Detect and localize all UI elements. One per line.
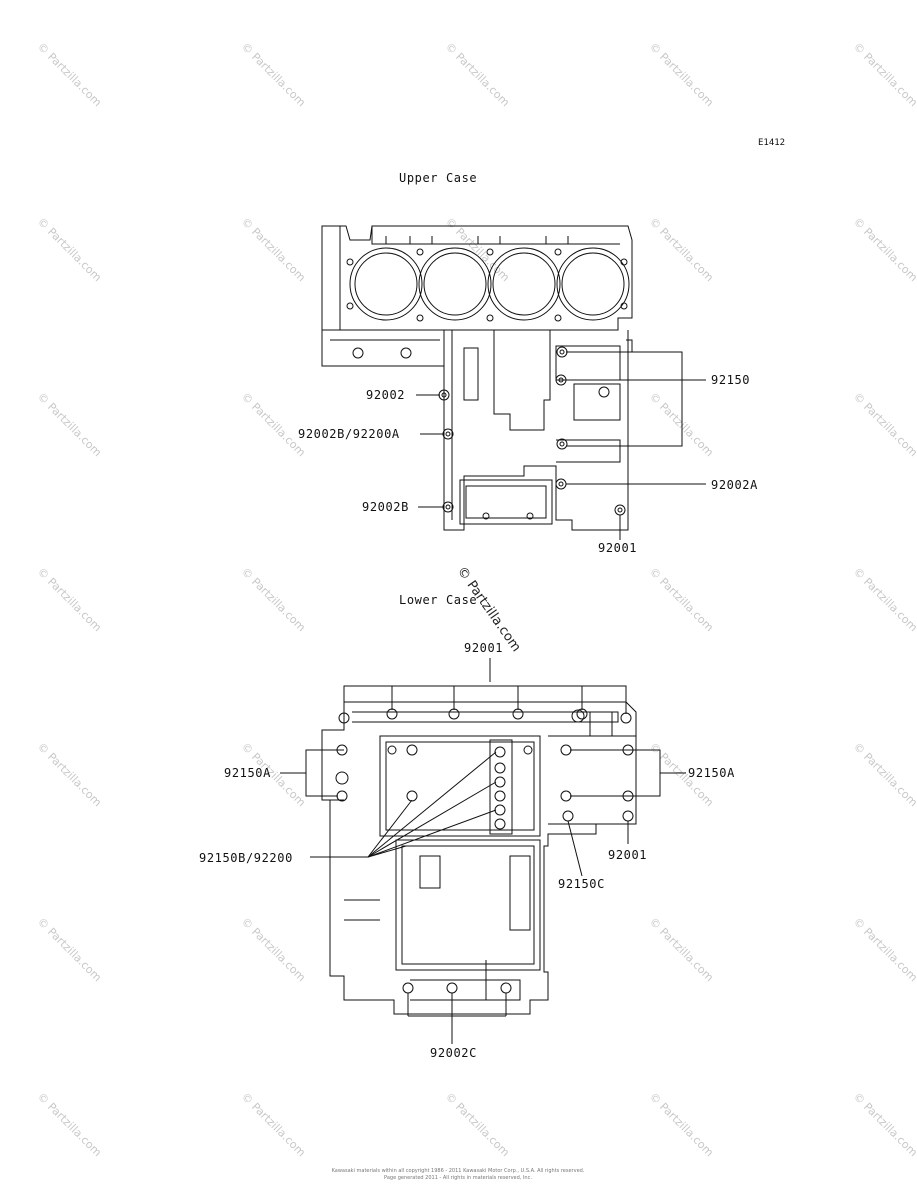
upper-callout-92001[interactable]: 92001 [598, 541, 638, 555]
upper-callout-92002b[interactable]: 92002B [362, 500, 409, 514]
upper-callout-92150[interactable]: 92150 [711, 373, 751, 387]
lower-callout-92150a-left[interactable]: 92150A [224, 766, 271, 780]
lower-callout-92002c[interactable]: 92002C [430, 1046, 477, 1060]
upper-callout-92002[interactable]: 92002 [366, 388, 406, 402]
diagram-code: E1412 [758, 138, 786, 148]
lower-callout-92150c[interactable]: 92150C [558, 877, 605, 891]
footer-generated: Page generated 2011 - All rights in mate… [384, 1175, 532, 1181]
upper-callout-92002a[interactable]: 92002A [711, 478, 758, 492]
upper-case-title: Upper Case [399, 171, 478, 185]
footer-copyright: Kawasaki materials within all copyright … [331, 1168, 585, 1174]
lower-callout-92001-top[interactable]: 92001 [464, 641, 504, 655]
lower-callout-92001-right[interactable]: 92001 [608, 848, 648, 862]
lower-callout-92150b-92200[interactable]: 92150B/92200 [199, 851, 293, 865]
upper-callout-92002b-92200a[interactable]: 92002B/92200A [298, 427, 400, 441]
lower-case-drawing [280, 658, 686, 1044]
upper-case-drawing [321, 225, 706, 540]
lower-case-title: Lower Case [399, 593, 478, 607]
lower-callout-92150a-right[interactable]: 92150A [688, 766, 735, 780]
